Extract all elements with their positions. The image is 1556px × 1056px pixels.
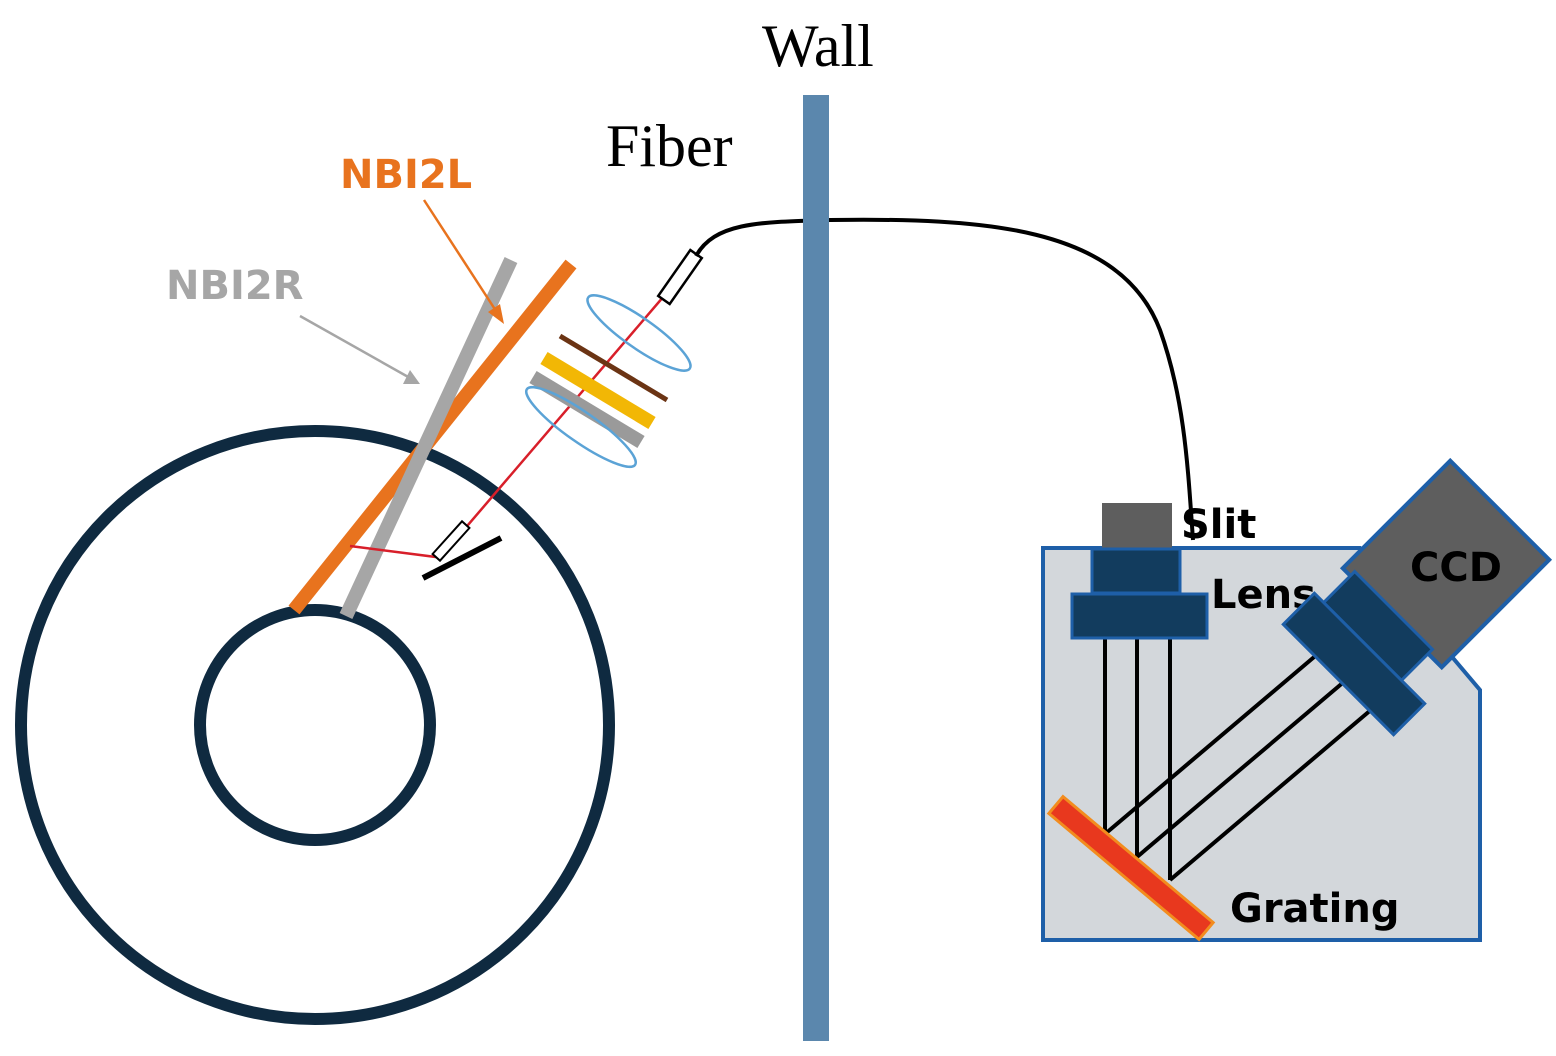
nbi2r-arrowhead — [403, 370, 420, 384]
wall-label: Wall — [762, 13, 874, 79]
fiber-label: Fiber — [606, 113, 733, 179]
spectrometer: Slit Lens Grating CCD — [1041, 457, 1553, 942]
nbi2l-label: NBI2L — [340, 152, 472, 198]
filter-yellow — [540, 352, 656, 429]
nbi2l-arrow — [422, 199, 500, 315]
focusing-lens-lower — [1281, 591, 1427, 737]
wall-barrier — [803, 95, 829, 1041]
tokamak-torus — [15, 425, 615, 1025]
ray-4 — [1103, 650, 1322, 836]
in-vessel-mirror — [421, 535, 503, 581]
ray-6 — [1168, 696, 1387, 882]
ray-5 — [1135, 673, 1354, 859]
lens-upper — [586, 294, 692, 372]
collimator-lens-lower — [1070, 592, 1209, 640]
nbi2r-label: NBI2R — [166, 263, 303, 309]
slit-block — [1102, 503, 1172, 548]
collimator-lens-upper — [1090, 547, 1182, 595]
ccd-label: CCD — [1410, 545, 1502, 591]
filter-brown — [558, 333, 669, 403]
nbi2r-beam — [339, 257, 518, 619]
window-element — [431, 519, 471, 563]
grating-element — [1046, 794, 1216, 942]
optical-fiber — [694, 217, 1195, 541]
grating-label: Grating — [1230, 886, 1400, 932]
slit-label: Slit — [1181, 502, 1256, 548]
nbi2r-arrow — [299, 314, 411, 380]
torus-inner-ring — [194, 604, 436, 846]
filter-gray — [529, 371, 645, 448]
nbi2l-arrowhead — [488, 304, 504, 324]
fiber-connector — [656, 248, 704, 306]
lens-lower — [525, 385, 637, 469]
torus-outer-ring — [15, 425, 615, 1025]
